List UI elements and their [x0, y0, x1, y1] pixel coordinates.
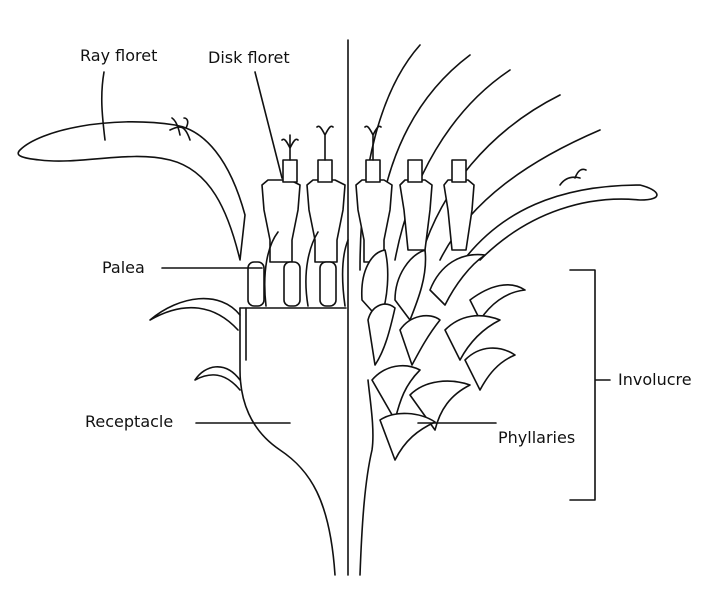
- label-involucre: Involucre: [618, 370, 692, 389]
- stem-left: [239, 307, 347, 576]
- ray-floret: [17, 117, 246, 261]
- disk-florets-left: [261, 125, 346, 263]
- disk-floret-leader: [254, 71, 283, 179]
- label-receptacle: Receptacle: [85, 412, 174, 431]
- label-ray-floret: Ray floret: [80, 46, 158, 65]
- involucre-bracket: [569, 269, 611, 501]
- label-phyllaries: Phyllaries: [498, 428, 576, 447]
- label-disk-floret: Disk floret: [208, 48, 290, 67]
- phyllary-left: [149, 297, 241, 391]
- stem-right: [359, 379, 374, 576]
- phyllaries-right: [361, 249, 526, 461]
- paleae: [247, 231, 349, 307]
- disk-florets-right: [355, 125, 475, 263]
- ray-florets-right: [359, 44, 658, 271]
- ray-floret-leader: [100, 71, 106, 141]
- label-palea: Palea: [102, 258, 145, 277]
